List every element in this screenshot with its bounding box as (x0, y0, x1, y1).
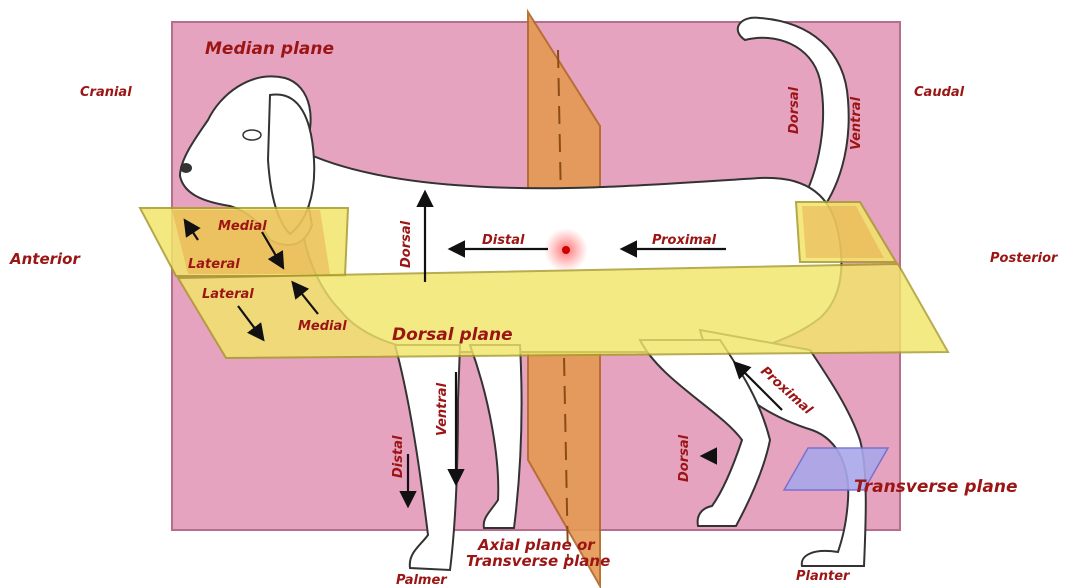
dog-eye (243, 130, 261, 140)
anterior-label: Anterior (9, 250, 81, 268)
trunk-proximal-label: Proximal (652, 233, 717, 248)
tail-dorsal-label: Dorsal (787, 86, 802, 134)
tail-ventral-label: Ventral (849, 96, 864, 150)
hindleg-dorsal-label: Dorsal (677, 434, 692, 482)
head-medial-label: Medial (218, 219, 267, 234)
axial-plane-label-line2: Transverse plane (466, 552, 610, 570)
foreleg-ventral-label: Ventral (435, 382, 450, 436)
posterior-label: Posterior (990, 251, 1059, 266)
cranial-label: Cranial (80, 85, 132, 100)
caudal-label: Caudal (914, 85, 965, 100)
foreleg-distal-label: Distal (391, 435, 406, 478)
trunk-dorsal-label: Dorsal (399, 220, 414, 268)
trunk-distal-label: Distal (482, 233, 525, 248)
red-point-icon (562, 246, 570, 254)
dorsal-plane (178, 264, 948, 358)
palmer-label: Palmer (396, 573, 448, 588)
head-lateral-label: Lateral (188, 257, 240, 272)
dog-nose (180, 163, 192, 173)
front-lateral-label: Lateral (202, 287, 254, 302)
front-medial-label: Medial (298, 319, 347, 334)
dorsal-plane-label: Dorsal plane (392, 325, 513, 345)
median-plane-label: Median plane (205, 39, 334, 59)
planter-label: Planter (796, 569, 851, 584)
transverse-plane-label: Transverse plane (854, 477, 1017, 497)
